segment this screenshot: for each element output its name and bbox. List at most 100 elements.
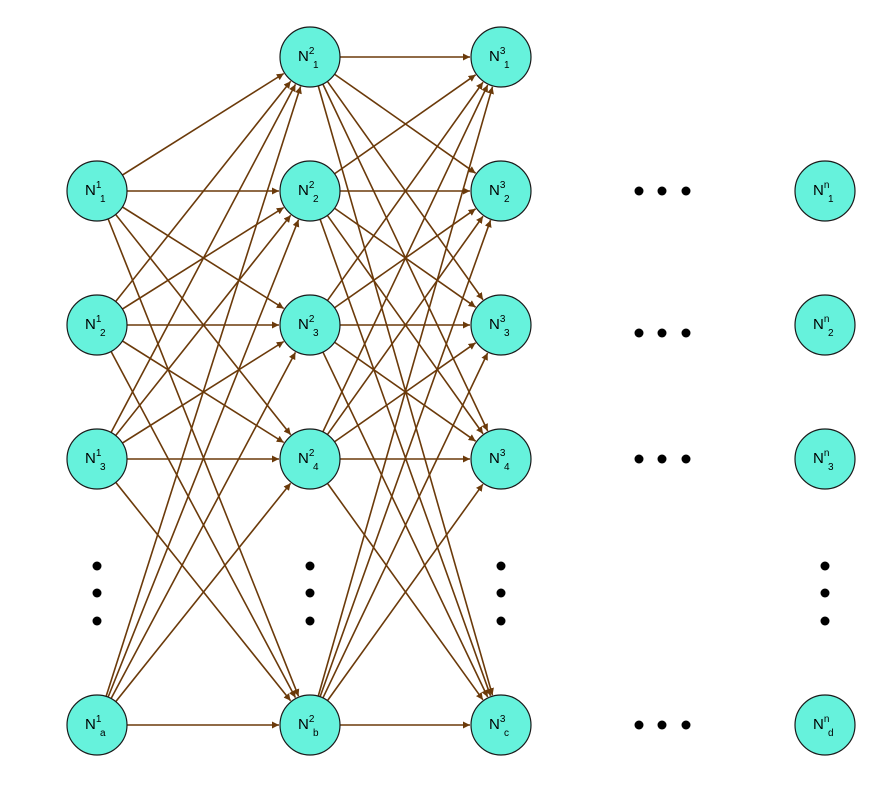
neuron-label-base: N bbox=[489, 716, 500, 733]
vertical-ellipsis-dot bbox=[92, 616, 102, 626]
neuron-label-index: a bbox=[100, 728, 106, 739]
neuron-circle bbox=[794, 428, 856, 490]
neuron-label-base: N bbox=[298, 716, 309, 733]
neuron-label-index: 4 bbox=[504, 462, 510, 473]
vertical-ellipsis-dot bbox=[820, 588, 830, 598]
neuron-circle bbox=[66, 294, 128, 356]
neuron-label-base: N bbox=[813, 316, 824, 333]
neuron-label-layer: 2 bbox=[309, 180, 315, 191]
neuron-label-index: 3 bbox=[313, 328, 319, 339]
neuron-label: Nn 2 bbox=[813, 314, 834, 339]
neuron-label-layer: 3 bbox=[500, 314, 506, 325]
horizontal-ellipsis-dot bbox=[681, 328, 691, 338]
neuron-label-layer: 3 bbox=[500, 180, 506, 191]
neuron-label-base: N bbox=[489, 450, 500, 467]
neuron-label-layer: 2 bbox=[309, 314, 315, 325]
neuron-node: N3 c bbox=[470, 694, 532, 756]
horizontal-ellipsis-dot bbox=[681, 186, 691, 196]
neuron-circle bbox=[279, 428, 341, 490]
neuron-label-layer: n bbox=[824, 448, 830, 459]
vertical-ellipsis-dot bbox=[820, 561, 830, 571]
neuron-label-index: d bbox=[828, 728, 834, 739]
neuron-circle bbox=[66, 428, 128, 490]
neuron-label-index: c bbox=[504, 728, 509, 739]
vertical-ellipsis-dot bbox=[496, 588, 506, 598]
edge-l1-2-to-l2-1 bbox=[115, 80, 292, 303]
edge-l2-2-to-l3-1 bbox=[334, 74, 477, 175]
neuron-label-index: 3 bbox=[100, 462, 106, 473]
neuron-label-layer: 3 bbox=[500, 714, 506, 725]
neuron-label: N2 3 bbox=[298, 314, 319, 339]
horizontal-ellipsis-dot bbox=[657, 720, 667, 730]
neuron-label-base: N bbox=[298, 316, 309, 333]
edge-l1-3-to-l2-1 bbox=[110, 84, 297, 433]
horizontal-ellipsis-dot bbox=[657, 186, 667, 196]
neuron-label-base: N bbox=[813, 182, 824, 199]
vertical-ellipsis-dot bbox=[496, 561, 506, 571]
edge-l1-4-to-l2-3 bbox=[110, 351, 297, 699]
neuron-label-index: 2 bbox=[828, 328, 834, 339]
neuron-label-index: 2 bbox=[100, 328, 106, 339]
horizontal-ellipsis-dot bbox=[657, 328, 667, 338]
vertical-ellipsis-dot bbox=[92, 588, 102, 598]
neuron-circle bbox=[66, 694, 128, 756]
neuron-label-base: N bbox=[85, 450, 96, 467]
neuron-label-base: N bbox=[85, 182, 96, 199]
neuron-label-base: N bbox=[298, 182, 309, 199]
neuron-label-layer: n bbox=[824, 314, 830, 325]
neuron-circle bbox=[279, 160, 341, 222]
neuron-label-layer: 2 bbox=[309, 448, 315, 459]
vertical-ellipsis-dot bbox=[496, 616, 506, 626]
neuron-label: N3 c bbox=[489, 714, 509, 739]
neuron-label-layer: 3 bbox=[500, 448, 506, 459]
vertical-ellipsis-dot bbox=[305, 616, 315, 626]
neuron-circle bbox=[470, 26, 532, 88]
edge-l2-5-to-l3-1 bbox=[317, 86, 494, 697]
neuron-label-base: N bbox=[813, 450, 824, 467]
neuron-label-layer: 1 bbox=[96, 448, 102, 459]
connection-edges bbox=[105, 53, 494, 729]
horizontal-ellipsis-dot bbox=[634, 186, 644, 196]
horizontal-ellipsis-dot bbox=[681, 720, 691, 730]
neuron-label-base: N bbox=[489, 182, 500, 199]
neuron-label-layer: 2 bbox=[309, 46, 315, 57]
neuron-label: N3 4 bbox=[489, 448, 510, 473]
neuron-circle bbox=[470, 428, 532, 490]
neuron-label-base: N bbox=[489, 316, 500, 333]
neuron-circle bbox=[470, 694, 532, 756]
vertical-ellipsis-dot bbox=[305, 561, 315, 571]
vertical-ellipsis-dot bbox=[820, 616, 830, 626]
neuron-label-base: N bbox=[85, 316, 96, 333]
ellipsis-markers bbox=[92, 186, 830, 730]
neuron-label: N3 2 bbox=[489, 180, 510, 205]
neuron-label-layer: n bbox=[824, 714, 830, 725]
neuron-circle bbox=[794, 294, 856, 356]
edge-l2-4-to-l3-1 bbox=[322, 84, 489, 433]
neuron-label-layer: 1 bbox=[96, 714, 102, 725]
neuron-label-index: 2 bbox=[504, 194, 510, 205]
neuron-label: N1 3 bbox=[85, 448, 106, 473]
horizontal-ellipsis-dot bbox=[634, 454, 644, 464]
neuron-label-base: N bbox=[489, 48, 500, 65]
horizontal-ellipsis-dot bbox=[681, 454, 691, 464]
edge-l2-5-to-l3-4 bbox=[326, 483, 484, 702]
neuron-label-index: 1 bbox=[504, 60, 510, 71]
vertical-ellipsis-dot bbox=[92, 561, 102, 571]
edge-l2-5-to-l3-3 bbox=[322, 352, 489, 699]
horizontal-ellipsis-dot bbox=[634, 328, 644, 338]
neuron-label-layer: n bbox=[824, 180, 830, 191]
